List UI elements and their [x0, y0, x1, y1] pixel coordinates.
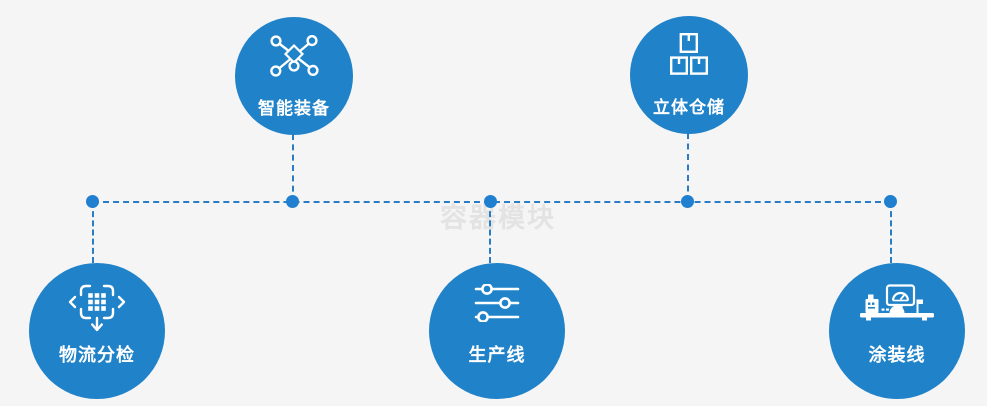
stacked-boxes-icon — [630, 33, 748, 75]
junction-dot — [286, 195, 299, 208]
connector-branch-logistics-sorting — [92, 202, 94, 263]
junction-dot — [484, 195, 497, 208]
node-smart-equipment: 智能装备 — [235, 17, 353, 135]
node-label: 立体仓储 — [653, 98, 725, 117]
node-coating-line: 涂装线 — [829, 263, 965, 399]
connector-branch-coating-line — [890, 202, 892, 263]
node-production-line: 生产线 — [429, 263, 565, 399]
node-logistics-sorting: 物流分检 — [29, 263, 165, 399]
network-nodes-icon — [235, 34, 353, 78]
node-label: 物流分检 — [59, 345, 135, 365]
node-label: 生产线 — [468, 345, 526, 365]
node-label: 智能装备 — [258, 99, 330, 118]
machine-console-icon — [829, 284, 965, 326]
node-label: 涂装线 — [868, 345, 926, 365]
watermark-text: 容器模块 — [440, 203, 556, 233]
connector-branch-smart-equipment — [292, 134, 294, 202]
node-stereo-warehouse: 立体仓储 — [630, 16, 748, 134]
sliders-icon — [429, 284, 565, 322]
sorting-grid-arrows-icon — [29, 284, 165, 334]
junction-dot — [86, 195, 99, 208]
connector-branch-stereo-warehouse — [687, 133, 689, 202]
junction-dot — [681, 195, 694, 208]
junction-dot — [884, 195, 897, 208]
connector-branch-production-line — [489, 202, 491, 263]
